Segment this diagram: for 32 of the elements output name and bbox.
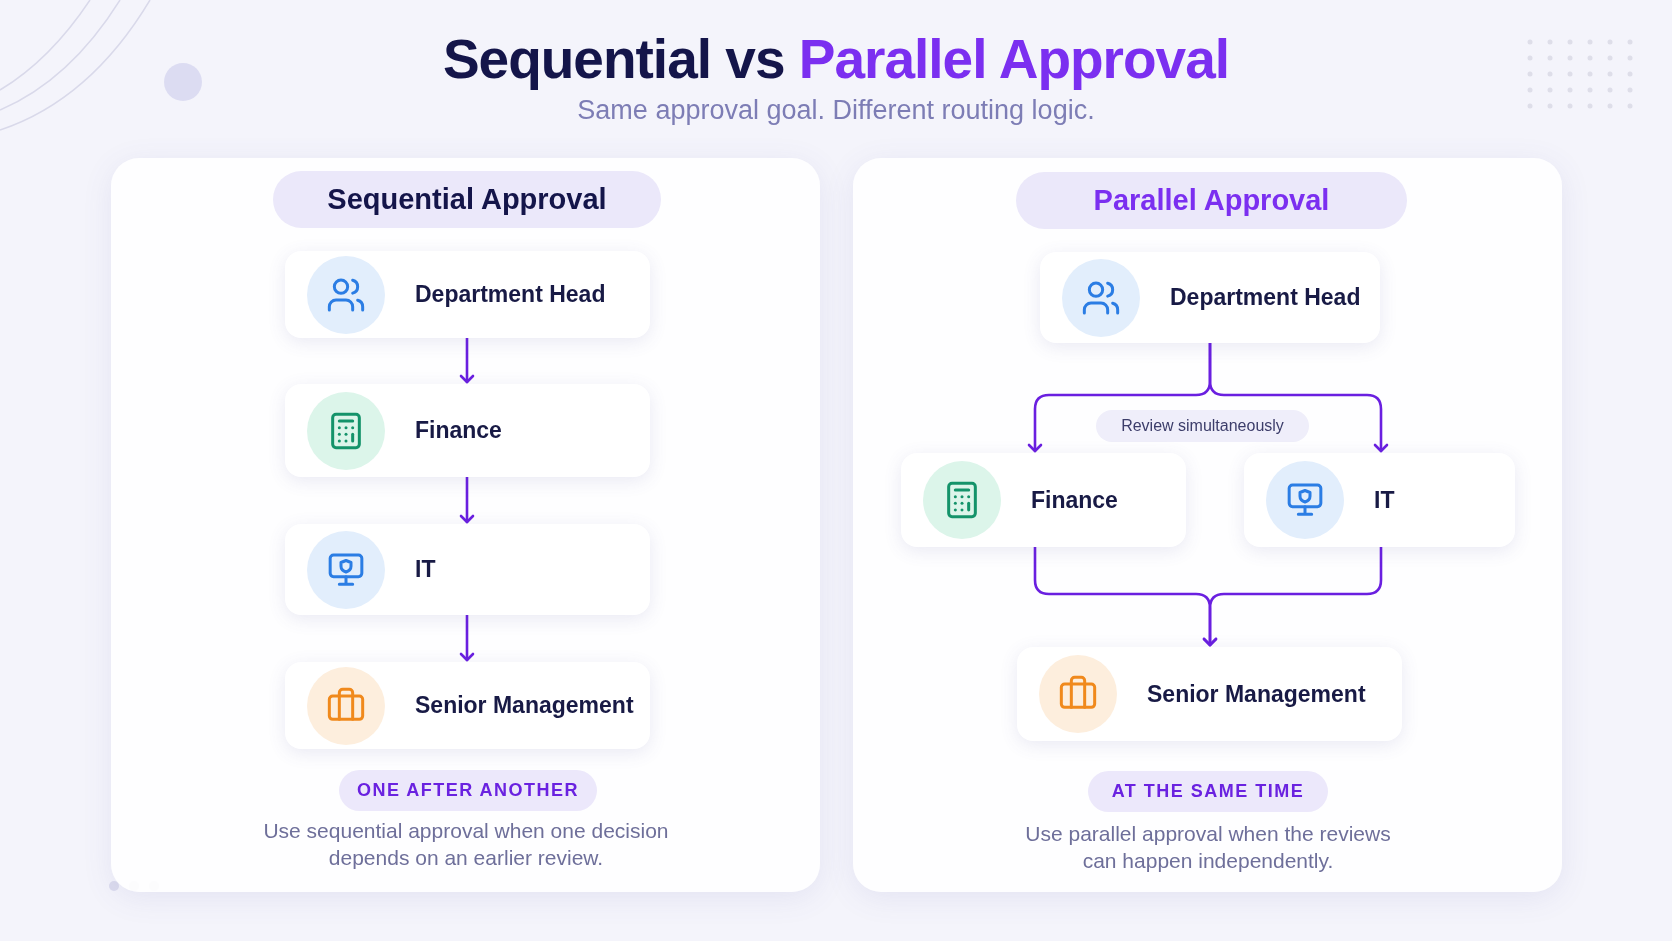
panel-heading: Sequential Approval bbox=[327, 181, 607, 217]
step-label: Department Head bbox=[1170, 283, 1361, 313]
step-card bbox=[901, 453, 1186, 547]
tag-label: AT THE SAME TIME bbox=[1111, 780, 1305, 803]
step-card bbox=[285, 251, 650, 338]
step-card bbox=[285, 662, 650, 749]
step-card bbox=[285, 524, 650, 615]
step-label: Finance bbox=[1031, 485, 1118, 515]
description-text: Use sequential approval when one decision depends on an earlier review. bbox=[262, 818, 670, 871]
panel-heading: Parallel Approval bbox=[1093, 182, 1330, 218]
connector-arrow bbox=[459, 613, 475, 662]
page-title: Sequential vs Parallel Approval bbox=[441, 27, 1231, 92]
step-card bbox=[1244, 453, 1515, 547]
description-text: Use parallel approval when the reviews can happen independently. bbox=[1024, 821, 1392, 874]
panel-card bbox=[853, 158, 1562, 892]
connector-arrow bbox=[1208, 341, 1389, 453]
step-label: Finance bbox=[415, 416, 502, 446]
step-card bbox=[1017, 647, 1402, 741]
panel-card bbox=[111, 158, 820, 892]
step-label: IT bbox=[1374, 485, 1395, 515]
step-card bbox=[1040, 252, 1380, 343]
note-label: Review simultaneously bbox=[1121, 416, 1284, 436]
step-label: IT bbox=[415, 555, 436, 585]
connector-arrow bbox=[459, 336, 475, 384]
connector-arrow bbox=[459, 475, 475, 524]
subtitle: Same approval goal. Different routing logic. bbox=[576, 94, 1096, 127]
tag-label: ONE AFTER ANOTHER bbox=[356, 779, 580, 802]
step-label: Senior Management bbox=[415, 691, 634, 721]
connector-arrow bbox=[1202, 545, 1383, 647]
step-label: Senior Management bbox=[1147, 679, 1366, 709]
step-card bbox=[285, 384, 650, 477]
step-label: Department Head bbox=[415, 280, 606, 310]
